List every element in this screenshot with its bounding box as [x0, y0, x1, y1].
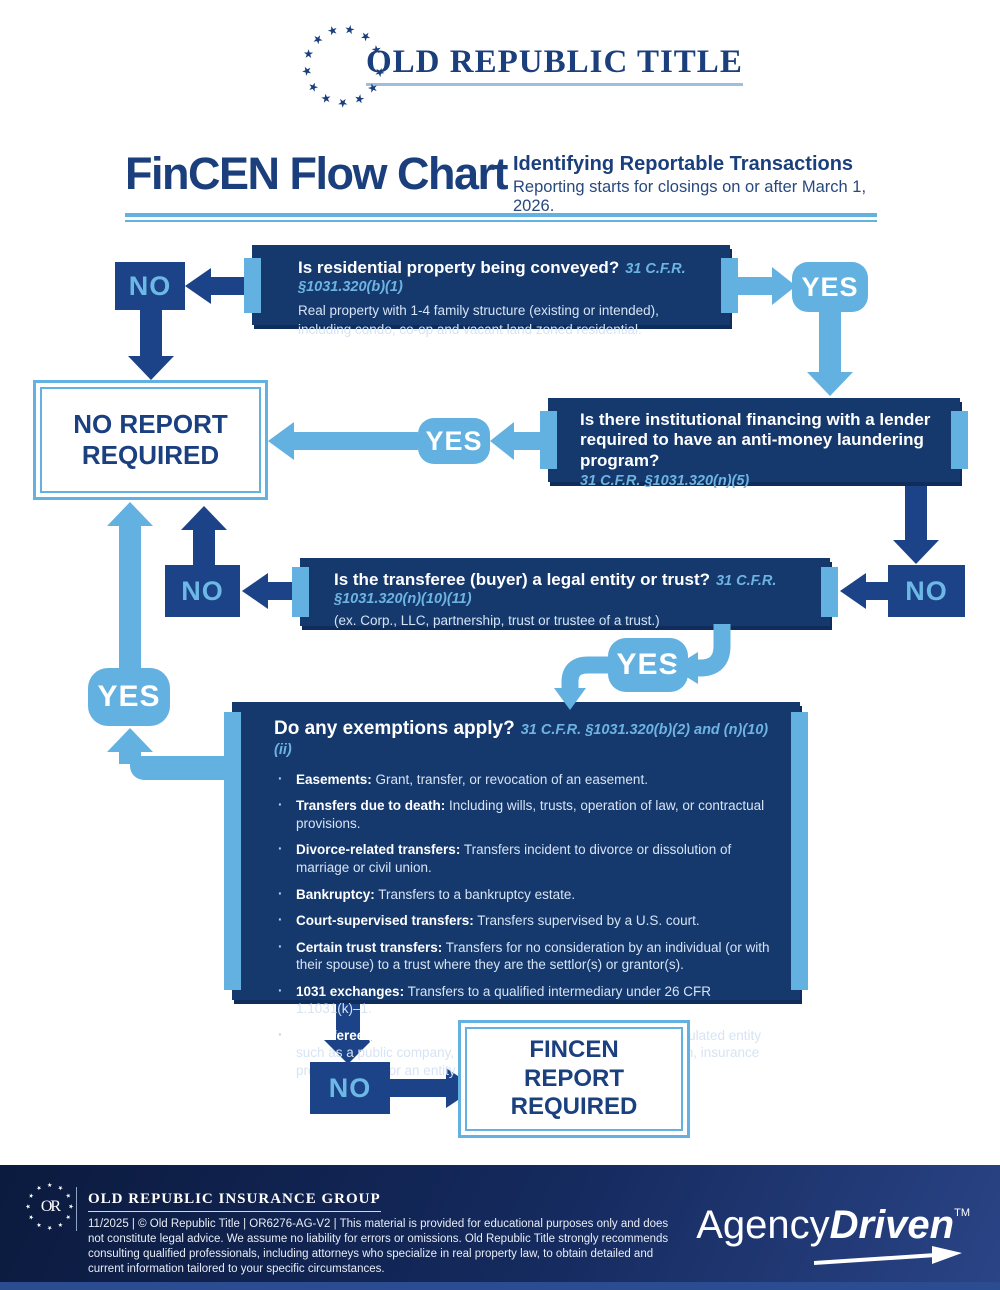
exemption-item: Divorce-related transfers: Transfers inc…	[274, 840, 772, 876]
q1-body: Real property with 1-4 family structure …	[298, 303, 659, 337]
question-box-financing: Is there institutional financing with a …	[548, 398, 960, 489]
footer-accent-strip	[0, 1282, 1000, 1290]
q3-body: (ex. Corp., LLC, partnership, trust or t…	[334, 613, 660, 629]
driven-word: Driven	[829, 1203, 955, 1247]
q3-question: Is the transferee (buyer) a legal entity…	[334, 570, 710, 589]
trademark-symbol: TM	[954, 1207, 970, 1219]
no-box-right: NO	[888, 565, 965, 617]
yes-pill-mid: YES	[608, 638, 688, 692]
disclaimer-text: 11/2025 | © Old Republic Title | OR6276-…	[88, 1218, 669, 1275]
agency-driven-logo: AgencyDrivenTM	[696, 1203, 970, 1248]
exemptions-right-tab	[791, 712, 808, 990]
arrow-noright-q3-head	[840, 573, 866, 609]
arrow-no1-down-head	[128, 356, 174, 380]
q3-citation: 31 C.F.R. §1031.320(n)(10)(11)	[334, 573, 777, 608]
q3-right-tab	[821, 567, 838, 617]
q3-left-tab	[292, 567, 309, 617]
arrow-noleft-up-shaft	[193, 530, 215, 566]
old-republic-monogram-icon: ★ ★ ★ ★ ★ ★ ★ ★ ★ ★ ★ ★ OR	[26, 1183, 74, 1230]
agency-driven-arrow-icon	[814, 1246, 962, 1265]
q1-question: Is residential property being conveyed?	[298, 258, 620, 277]
logo-wordmark: OLD REPUBLIC TITLE	[366, 44, 743, 86]
arrow-yes1-down-shaft	[819, 308, 841, 374]
no-box-1: NO	[115, 262, 185, 310]
exemption-item: Bankruptcy: Transfers to a bankruptcy es…	[274, 885, 772, 904]
exemption-item: Transfers due to death: Including wills,…	[274, 796, 772, 832]
arrow-yesleft-up-head	[107, 502, 153, 526]
arrow-no1-down-shaft	[140, 308, 162, 358]
arrow-q2-no-down-head	[893, 540, 939, 564]
q2-right-tab	[951, 411, 968, 469]
q2-citation: 31 C.F.R. §1031.320(n)(5)	[580, 473, 750, 490]
star-circle-icon: ★ ★ ★ ★ ★ ★ ★ ★ ★ ★ ★ ★ ★	[299, 21, 388, 111]
elbow-exemptions-yesleft-h	[130, 756, 242, 780]
footer: ★ ★ ★ ★ ★ ★ ★ ★ ★ ★ ★ ★ OR OLD REPUBLIC …	[0, 1165, 1000, 1290]
yes-pill-1: YES	[792, 262, 868, 312]
arrow-yes2-nrr-shaft	[292, 432, 418, 450]
arrow-yes1-down-head	[807, 372, 853, 396]
q2-left-tab	[540, 411, 557, 469]
yes-pill-left: YES	[88, 668, 170, 726]
subtitle-bold: Identifying Reportable Transactions	[513, 153, 854, 175]
old-republic-title-logo: ★ ★ ★ ★ ★ ★ ★ ★ ★ ★ ★ ★ ★ OLD REPUBLIC T…	[299, 21, 743, 111]
no-box-left: NO	[165, 565, 240, 617]
page-subtitle: Identifying Reportable Transactions Repo…	[513, 153, 883, 216]
exemption-item: Certain trust transfers: Transfers for n…	[274, 938, 772, 974]
arrow-yes2-nrr-head	[268, 422, 294, 460]
elbow-exemptions-yesleft-head	[107, 728, 153, 752]
exemption-item: Court-supervised transfers: Transfers su…	[274, 911, 772, 930]
arrow-q1-yes-shaft	[738, 277, 772, 295]
header-divider	[125, 213, 877, 222]
q2-question: Is there institutional financing with a …	[580, 410, 931, 470]
arrow-no-fincen-shaft	[390, 1079, 448, 1097]
fincen-report-required-label: FINCEN REPORT REQUIRED	[510, 1035, 638, 1121]
curved-connectors	[554, 624, 731, 710]
fincen-report-required-box: FINCEN REPORT REQUIRED	[458, 1020, 690, 1138]
arrow-noleft-up-head	[181, 506, 227, 530]
arrow-yesleft-up-shaft	[119, 526, 141, 670]
question-box-legal-entity: Is the transferee (buyer) a legal entity…	[300, 558, 830, 628]
arrow-q1-no-shaft	[209, 277, 254, 295]
exemptions-left-tab	[224, 712, 241, 990]
no-report-required-box: NO REPORT REQUIRED	[33, 380, 268, 500]
exemptions-citation: 31 C.F.R. §1031.320(b)(2) and (n)(10)(ii…	[274, 722, 769, 758]
yes-pill-2: YES	[418, 418, 490, 464]
exemptions-box: Do any exemptions apply?31 C.F.R. §1031.…	[232, 702, 800, 1078]
exemption-item: Easements: Grant, transfer, or revocatio…	[274, 770, 772, 789]
agency-word: Agency	[696, 1203, 830, 1247]
page-title: FinCEN Flow Chart	[125, 148, 508, 199]
q1-left-tab	[244, 258, 261, 313]
monogram-letters: OR	[40, 1198, 61, 1215]
arrow-q3-noleft-head	[242, 573, 268, 609]
no-box-bottom: NO	[310, 1062, 390, 1114]
no-report-required-label: NO REPORT REQUIRED	[73, 408, 228, 470]
insurance-group-name: OLD REPUBLIC INSURANCE GROUP	[88, 1191, 381, 1212]
arrow-q2-yes-head	[490, 422, 514, 460]
arrow-q1-no-head	[185, 268, 211, 304]
q1-right-tab	[721, 258, 738, 313]
exemption-item: 1031 exchanges: Transfers to a qualified…	[274, 982, 772, 1018]
question-box-residential: Is residential property being conveyed?3…	[252, 245, 730, 337]
exemptions-question: Do any exemptions apply?	[274, 718, 515, 739]
q1-citation: 31 C.F.R. §1031.320(b)(1)	[298, 261, 686, 296]
footer-divider	[76, 1187, 77, 1231]
elbow-exemptions-yesleft-v	[119, 750, 141, 764]
arrow-noright-q3-shaft	[864, 582, 888, 600]
arrow-q2-no-down-shaft	[905, 482, 927, 542]
subtitle-note: Reporting starts for closings on or afte…	[513, 178, 867, 215]
